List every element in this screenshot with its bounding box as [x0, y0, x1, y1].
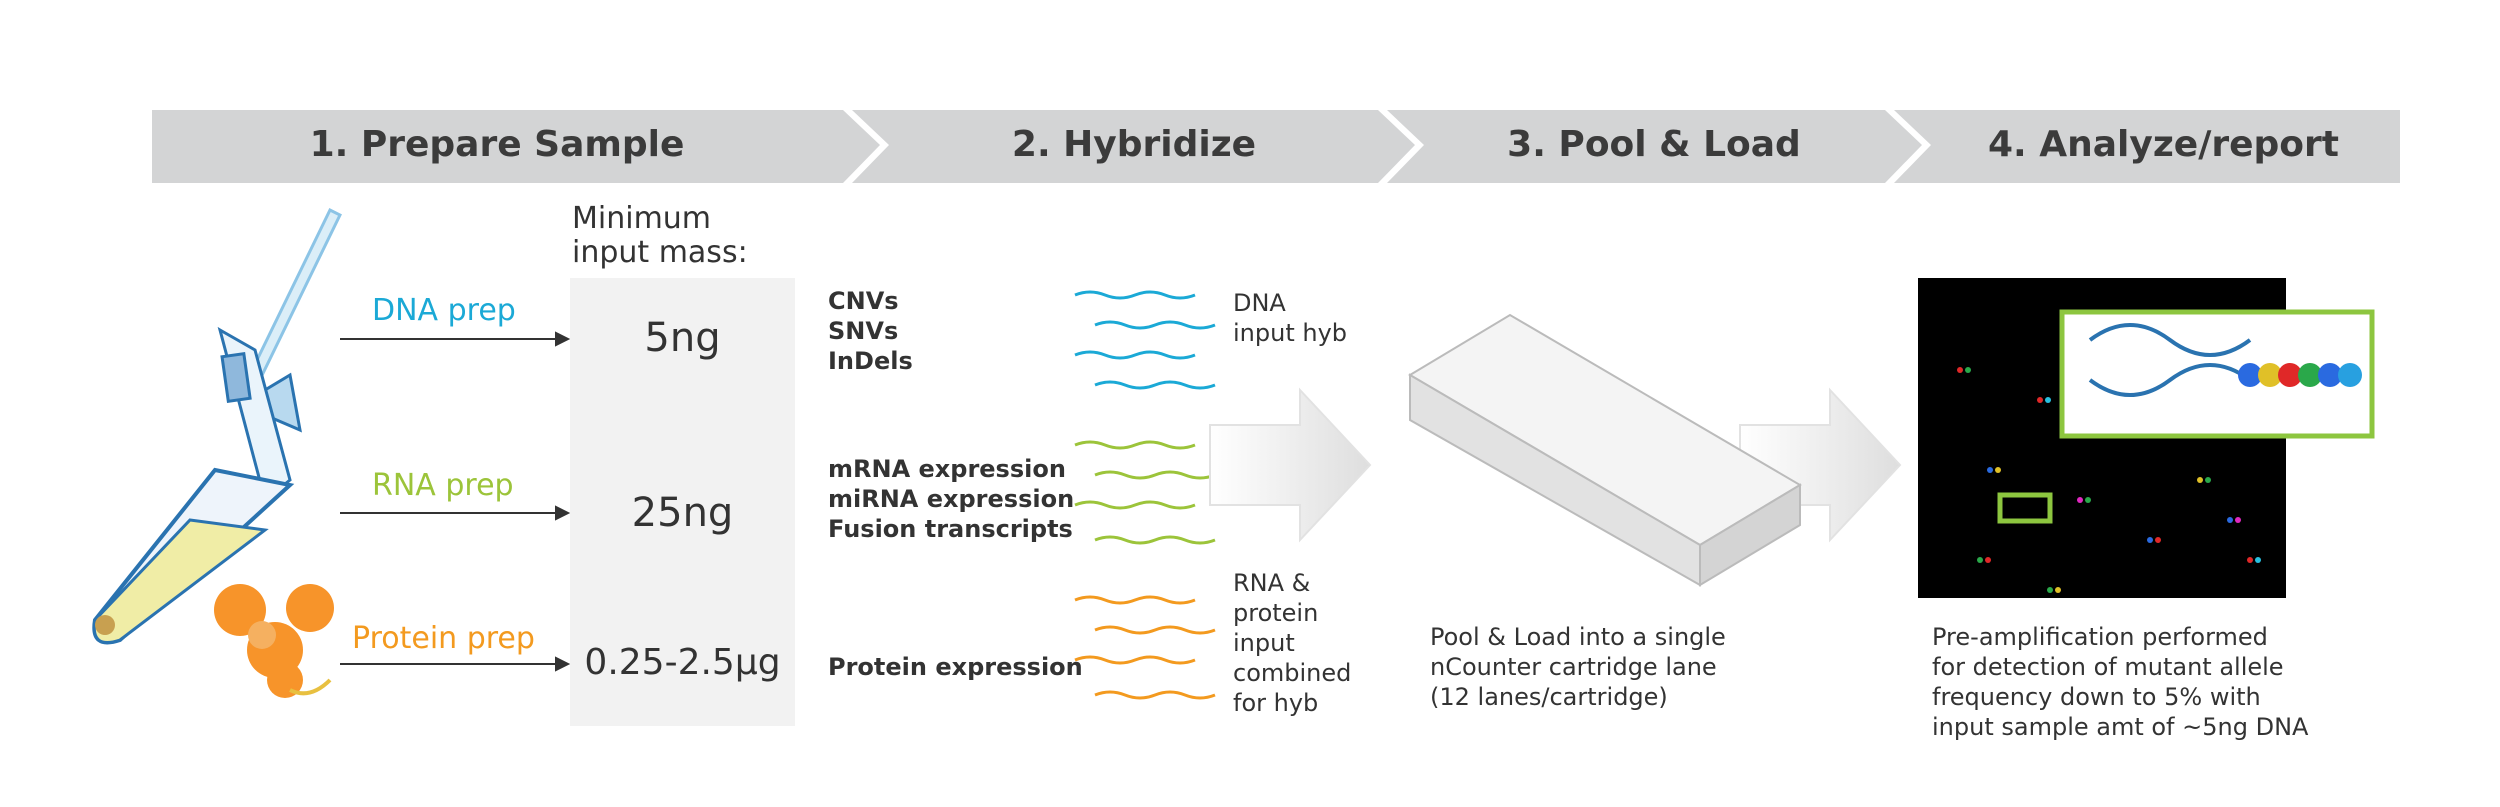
analyze-line2: for detection of mutant allele [1932, 653, 2284, 681]
zoom-reporter-probe [2088, 323, 2362, 397]
dna-targets: CNVs SNVs InDels [828, 286, 913, 376]
tube-pipette-illustration [92, 207, 342, 645]
protein-targets: Protein expression [828, 652, 1083, 682]
min-input-heading-line2: input mass: [572, 235, 748, 270]
step-4-chevron [1894, 110, 2400, 183]
pool-load-description: Pool & Load into a single nCounter cartr… [1430, 622, 1726, 712]
highlight-small-box [1997, 492, 2053, 524]
step-1-label: 1. Prepare Sample [309, 124, 685, 165]
protein-illustration [214, 584, 334, 698]
rna-targets: mRNA expression miRNA expression Fusion … [828, 454, 1074, 544]
target-mrna: mRNA expression [828, 455, 1066, 483]
pool-load-line3: (12 lanes/cartridge) [1430, 683, 1668, 711]
analyze-description: Pre-amplification performed for detectio… [1932, 622, 2308, 742]
analyze-line4: input sample amt of ~5ng DNA [1932, 713, 2309, 741]
analyze-line3: frequency down to 5% with [1932, 683, 2261, 711]
pool-load-line2: nCounter cartridge lane [1430, 653, 1717, 681]
prep-arrows [340, 331, 571, 672]
target-indels: InDels [828, 347, 913, 375]
step-3-chevron [1387, 110, 1922, 183]
target-mirna: miRNA expression [828, 485, 1075, 513]
protein-prep-label: Protein prep [352, 621, 535, 656]
rna-prep-label: RNA prep [372, 468, 514, 503]
step-3-label: 3. Pool & Load [1507, 124, 1801, 165]
step-1-chevron [152, 110, 880, 183]
cartridge-illustration [1408, 313, 1802, 587]
target-snvs: SNVs [828, 317, 899, 345]
rna-protein-hyb-line3: input [1233, 629, 1295, 657]
rna-protein-hyb-line4: combined [1233, 659, 1352, 687]
protein-mass: 0.25-2.5µg [584, 642, 781, 683]
protein-probes [1074, 595, 1216, 700]
dna-mass: 5ng [644, 315, 721, 361]
min-input-heading-line1: Minimum [572, 201, 712, 236]
rna-protein-hyb-label: RNA & protein input combined for hyb [1233, 568, 1351, 718]
rna-protein-hyb-line2: protein [1233, 599, 1319, 627]
dna-hyb-line2: input hyb [1233, 319, 1348, 347]
barcode-spots [1957, 367, 2261, 593]
target-fusion: Fusion transcripts [828, 515, 1073, 543]
mass-box [570, 278, 795, 726]
big-arrow-1 [1209, 387, 1372, 543]
rna-protein-hyb-line5: for hyb [1233, 689, 1319, 717]
rna-protein-hyb-line1: RNA & [1233, 569, 1311, 597]
dna-probes [1074, 290, 1216, 390]
step-4-label: 4. Analyze/report [1988, 124, 2339, 165]
dna-hyb-label: DNA input hyb [1233, 288, 1347, 348]
step-2-chevron [852, 110, 1415, 183]
analyze-line1: Pre-amplification performed [1932, 623, 2268, 651]
dna-hyb-line1: DNA [1233, 289, 1286, 317]
rna-mass: 25ng [631, 490, 734, 536]
dna-prep-label: DNA prep [372, 293, 516, 328]
rna-probes [1074, 440, 1216, 545]
target-protein: Protein expression [828, 653, 1083, 681]
pool-load-line1: Pool & Load into a single [1430, 623, 1726, 651]
target-cnvs: CNVs [828, 287, 899, 315]
min-input-heading: Minimum input mass: [572, 202, 748, 270]
step-2-label: 2. Hybridize [1011, 124, 1257, 165]
